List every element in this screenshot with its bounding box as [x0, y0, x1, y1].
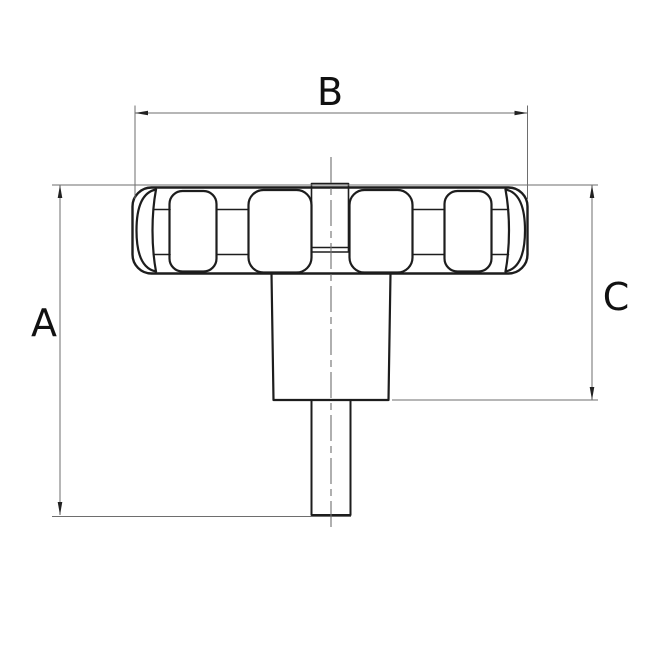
knob-body-outline	[131, 186, 529, 275]
valley-1-2	[215, 208, 250, 256]
dimension-label-a: A	[31, 301, 57, 345]
arrow-a-bottom	[57, 502, 63, 515]
center-hub-column	[310, 187, 350, 253]
valley-3-4	[411, 208, 446, 256]
valley-right-outer	[490, 208, 510, 256]
dimension-lines	[52, 105, 598, 531]
dimension-arrowheads	[57, 110, 595, 515]
arrow-c-bottom	[589, 387, 595, 400]
left-edge-lobe-inner	[151, 188, 158, 273]
part-lines	[131, 182, 529, 516]
lobe-1	[168, 189, 218, 273]
lobe-2	[247, 188, 313, 274]
arrow-c-top	[589, 185, 595, 198]
arrow-a-top	[57, 185, 63, 198]
lobe-4	[443, 189, 493, 273]
top-boss	[310, 182, 350, 189]
lobe-3	[348, 188, 414, 274]
valley-left-outer	[152, 208, 171, 256]
hub-collar	[270, 272, 392, 402]
dimension-label-b: B	[317, 70, 343, 114]
right-edge-lobe-inner	[504, 188, 511, 273]
arrow-b-right	[514, 110, 528, 116]
right-edge-lobe-outer	[504, 188, 527, 273]
arrow-b-left	[135, 110, 148, 116]
dimension-labels: A B C	[31, 70, 629, 345]
left-edge-lobe-outer	[135, 188, 158, 273]
dimension-label-c: C	[603, 275, 630, 319]
